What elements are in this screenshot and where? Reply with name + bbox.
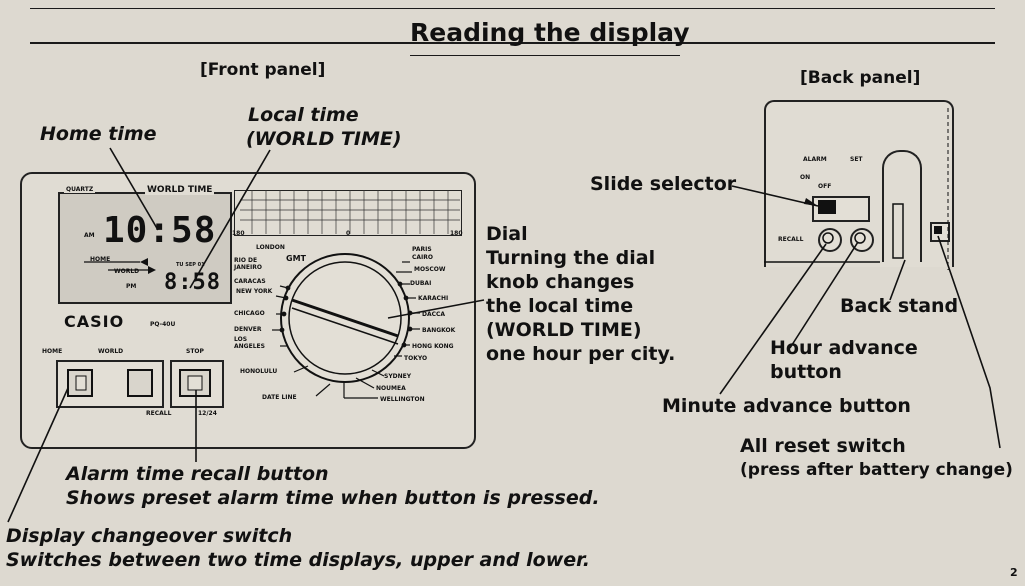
all-reset-label-1: All reset switch (740, 435, 906, 457)
city-label: CHICAGO (234, 310, 265, 317)
lower-time: 8:58 (164, 270, 221, 295)
city-label: CARACAS (234, 278, 266, 285)
alarm-recall-desc: Shows preset alarm time when button is p… (66, 487, 600, 509)
alarm-recall-title: Alarm time recall button (66, 463, 329, 485)
city-label: CAIRO (412, 254, 433, 261)
back-panel-heading: [Back panel] (800, 68, 921, 88)
world-switch-label: WORLD (98, 348, 124, 355)
city-label: SYDNEY (384, 373, 412, 380)
city-label: DENVER (234, 326, 262, 333)
hour-advance-label-2: button (770, 361, 842, 383)
minute-advance-button[interactable] (818, 228, 842, 252)
world-time-label: WORLD TIME (145, 185, 215, 195)
city-label: MOSCOW (414, 266, 446, 273)
top-rule (30, 8, 995, 9)
world-indicator: WORLD (114, 268, 140, 275)
city-label: WELLINGTON (380, 396, 425, 403)
back-set-label: SET (850, 156, 863, 163)
map-scale-center: 0 (346, 230, 351, 237)
city-label: KARACHI (418, 295, 449, 302)
upper-time: 10:58 (103, 210, 217, 251)
recall-label: RECALL (146, 410, 172, 417)
date-indicator: TU SEP 01 (176, 262, 205, 268)
slide-selector-label: Slide selector (590, 173, 737, 195)
local-time-label-1: Local time (248, 104, 359, 126)
dial-line-1: Turning the dial (486, 247, 656, 269)
city-label: DUBAI (410, 280, 432, 287)
back-recall-label: RECALL (778, 236, 804, 243)
all-reset-label-2: (press after battery change) (740, 460, 1013, 480)
city-label: PARIS (412, 246, 432, 253)
stop-label: STOP (186, 348, 204, 355)
local-time-label-2: (WORLD TIME) (246, 128, 402, 150)
display-switch-title: Display changeover switch (6, 525, 293, 547)
city-label: BANGKOK (422, 327, 456, 334)
city-label: TOKYO (404, 355, 428, 362)
dial-line-3: the local time (486, 295, 634, 317)
dial-line-2: knob changes (486, 271, 635, 293)
back-on-label: ON (800, 174, 811, 181)
back-alarm-label: ALARM (803, 156, 827, 163)
front-panel-heading: [Front panel] (200, 60, 326, 80)
map-scale-left: 180 (232, 230, 245, 237)
display-switch-desc: Switches between two time displays, uppe… (6, 549, 591, 571)
map-scale-right: 180 (450, 230, 463, 237)
dial-line-0: Dial (486, 223, 528, 245)
minute-advance-label: Minute advance button (662, 395, 911, 417)
dial-line-5: one hour per city. (486, 343, 676, 365)
home-time-label: Home time (40, 123, 157, 145)
world-map (234, 190, 462, 236)
back-off-label: OFF (818, 183, 832, 190)
city-label: DACCA (422, 311, 446, 318)
model-number: PQ-40U (150, 321, 176, 328)
hour-advance-label-1: Hour advance (770, 337, 918, 359)
gmt-label: GMT (286, 254, 306, 263)
back-stand (882, 150, 922, 262)
hour-advance-button[interactable] (850, 228, 874, 252)
back-stand-label: Back stand (840, 295, 959, 317)
lcd-display (58, 192, 232, 304)
title-underline (410, 55, 680, 56)
page-number: 2 (1010, 566, 1018, 579)
mode-label: 12/24 (198, 410, 217, 417)
pm-indicator: PM (126, 283, 137, 290)
dial-line-4: (WORLD TIME) (486, 319, 642, 341)
casio-logo: CASIO (64, 312, 125, 331)
am-indicator: AM (84, 232, 95, 239)
city-label: LONDON (256, 244, 285, 251)
title-rule (30, 42, 995, 44)
city-label: DATE LINE (262, 394, 297, 401)
home-switch-label: HOME (42, 348, 63, 355)
page-title: Reading the display (410, 18, 690, 47)
city-label: LOS ANGELES (234, 336, 265, 350)
city-label: NOUMEA (376, 385, 406, 392)
city-label: NEW YORK (236, 288, 273, 295)
city-label: RIO DE JANEIRO (234, 257, 262, 271)
home-indicator: HOME (90, 256, 111, 263)
city-label: HONG KONG (412, 343, 454, 350)
quartz-label: QUARTZ (64, 186, 96, 193)
city-label: HONOLULU (240, 368, 278, 375)
